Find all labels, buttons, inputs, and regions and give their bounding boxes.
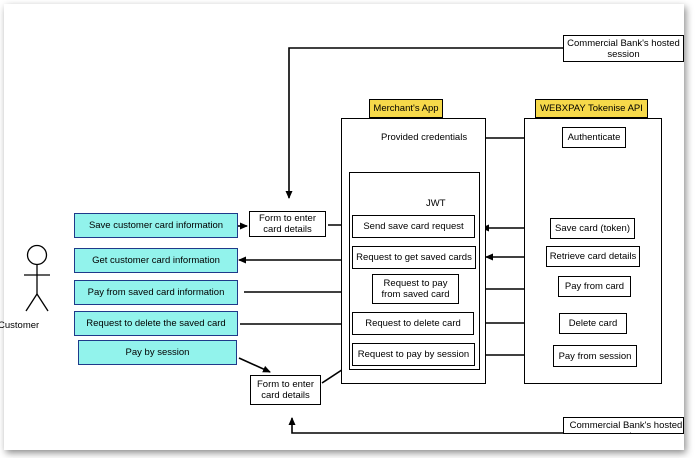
session-to-form-arrow — [238, 357, 271, 373]
action-get-card-info: Get customer card information — [74, 248, 238, 273]
webxpay-api-title: WEBXPAY Tokenise API — [535, 99, 648, 118]
bank-hosted-session-bottom: Commercial Bank's hosted session — [563, 417, 684, 434]
merchant-to-bank-arrow — [288, 417, 563, 434]
pay-from-card-box: Pay from card — [558, 276, 631, 297]
authenticate-box: Authenticate — [562, 127, 626, 148]
card-details-form-top: Form to enter card details — [249, 211, 326, 237]
delete-card-box: Delete card — [559, 313, 627, 334]
get-saved-cards-request-box: Request to get saved cards — [352, 246, 476, 269]
bank-hosted-session-top: Commercial Bank's hosted session — [563, 35, 684, 62]
send-save-card-request-box: Send save card request — [352, 215, 475, 238]
jwt-label: JWT — [426, 198, 446, 209]
jwt-scope-box — [349, 172, 480, 370]
action-pay-by-session: Pay by session — [78, 340, 237, 365]
customer-actor-icon — [24, 244, 50, 312]
delete-card-request-box: Request to delete card — [352, 312, 474, 335]
pay-from-saved-card-request-box: Request to pay from saved card — [372, 274, 459, 304]
pay-by-session-request-box: Request to pay by session — [352, 343, 475, 366]
provided-credentials-label: Provided credentials — [381, 132, 468, 143]
customer-label: Customer — [0, 320, 40, 331]
merchant-app-title: Merchant's App — [369, 99, 443, 118]
save-card-token-box: Save card (token) — [550, 218, 635, 239]
card-details-form-bottom: Form to enter card details — [250, 375, 321, 405]
retrieve-card-details-box: Retrieve card details — [546, 246, 640, 267]
action-delete-saved-card: Request to delete the saved card — [74, 311, 238, 336]
action-save-card-info: Save customer card information — [74, 213, 238, 238]
action-pay-from-saved-card: Pay from saved card information — [74, 280, 238, 305]
pay-from-session-box: Pay from session — [553, 345, 637, 367]
bank-to-form-arrow — [285, 47, 563, 199]
